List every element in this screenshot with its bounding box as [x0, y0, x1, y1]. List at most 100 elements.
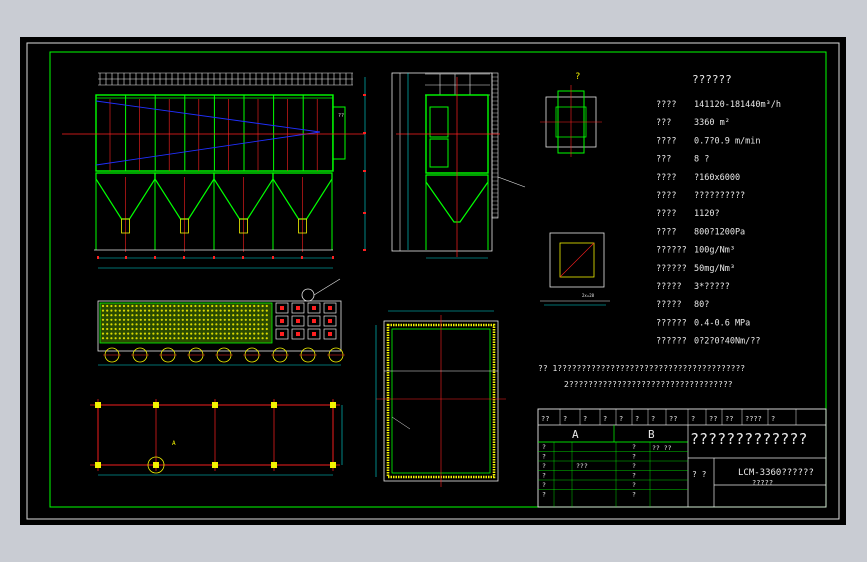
drawing-border	[49, 51, 827, 508]
tb-row-marker: ?	[542, 462, 546, 470]
spec-value: ?160x6000	[694, 173, 740, 183]
flange-detail-top[interactable]: ?	[540, 72, 602, 157]
bag-dot	[206, 327, 210, 331]
bag-dot	[127, 337, 130, 340]
bag-dot	[232, 323, 235, 326]
bag-dot	[118, 309, 121, 312]
bag-dot	[135, 318, 138, 321]
bag-dot	[253, 332, 256, 335]
bag-dot	[257, 318, 260, 321]
spec-value: 1120?	[694, 209, 720, 219]
bag-dot	[206, 314, 210, 317]
discharge-valve	[180, 218, 189, 234]
title-block[interactable]: ???????????????????? A B ????????????? L…	[537, 408, 827, 508]
tb-header-cell: ????	[745, 415, 762, 423]
detail-a-circle[interactable]	[301, 288, 315, 302]
spec-value: 3360 m²	[694, 118, 730, 128]
bag-dot	[240, 337, 243, 340]
dim-tick	[363, 94, 366, 96]
bag-dot	[244, 332, 247, 335]
bag-dot	[139, 318, 142, 321]
bag-dot	[202, 323, 205, 326]
top-railing	[98, 72, 353, 86]
plan-outline	[97, 300, 342, 352]
valve-box	[323, 302, 337, 314]
bag-dot	[257, 327, 260, 331]
bag-dot	[181, 332, 184, 335]
bag-dot	[139, 314, 142, 317]
tb-header-cell: ?	[635, 415, 639, 423]
spec-value: 100g/Nm³	[694, 246, 735, 256]
valve-marker	[312, 319, 316, 323]
bag-dot	[110, 337, 113, 340]
tb-row-marker: ?	[632, 472, 636, 480]
bag-dot	[211, 304, 214, 308]
plan-view[interactable]	[97, 278, 345, 366]
bag-dot	[253, 318, 256, 321]
bag-dot	[253, 309, 256, 312]
bag-dot	[244, 309, 247, 312]
bag-dot	[248, 314, 252, 317]
bag-dot	[206, 318, 210, 321]
bag-dot	[177, 318, 180, 321]
bag-dot	[114, 323, 117, 326]
bag-dot	[114, 304, 117, 308]
bag-dot	[160, 314, 163, 317]
bag-dot	[127, 323, 130, 326]
bag-dot	[122, 337, 126, 340]
bag-dot	[257, 314, 260, 317]
bag-dot	[106, 314, 109, 317]
cad-viewport[interactable]: ?? ?	[20, 37, 846, 525]
tb-col-b: B	[648, 428, 655, 441]
dim-tick	[363, 132, 366, 134]
bag-dot	[202, 304, 205, 308]
dim-tick	[363, 170, 366, 172]
bag-dot	[236, 314, 239, 317]
bag-dot	[215, 309, 218, 312]
flange-detail-bottom[interactable]: 2x=28	[540, 232, 610, 306]
bag-dot	[118, 318, 121, 321]
bag-dot	[215, 337, 218, 340]
bag-dot	[169, 327, 172, 331]
bag-dot	[169, 304, 172, 308]
bag-dot	[169, 309, 172, 312]
bag-dot	[261, 318, 264, 321]
bag-dot	[156, 314, 159, 317]
bag-dot	[181, 337, 184, 340]
bag-dot	[265, 327, 268, 331]
bag-dot	[232, 314, 235, 317]
bag-dot	[253, 337, 256, 340]
bag-dot	[173, 332, 176, 335]
spec-label: ????	[656, 191, 676, 201]
bag-dot	[227, 304, 231, 308]
bag-dot	[177, 332, 180, 335]
bag-dot	[194, 327, 197, 331]
bag-dot	[173, 327, 176, 331]
front-dim-ticks	[97, 94, 366, 259]
spec-label: ??????	[656, 246, 687, 256]
side-elevation[interactable]	[391, 72, 526, 259]
bag-dot	[240, 332, 243, 335]
spec-label: ??????	[656, 318, 687, 328]
foundation-detail-circle[interactable]	[147, 456, 165, 474]
bag-dot	[114, 314, 117, 317]
front-elevation[interactable]: ??	[62, 72, 366, 269]
bag-dot	[122, 327, 126, 331]
foundation-plan[interactable]	[90, 399, 343, 476]
bag-dot	[160, 309, 163, 312]
valve-box	[307, 302, 321, 314]
bag-dot	[265, 318, 268, 321]
spec-value: 50mg/Nm³	[694, 264, 735, 274]
bag-dot	[152, 318, 155, 321]
bag-dot	[202, 332, 205, 335]
bag-dot	[232, 327, 235, 331]
dim-tick	[363, 249, 366, 251]
plate-view[interactable]: A	[172, 310, 506, 487]
bag-dot	[177, 337, 180, 340]
bag-dot	[139, 323, 142, 326]
bag-dot	[219, 304, 222, 308]
bag-dot	[248, 332, 252, 335]
bag-dot	[143, 314, 147, 317]
bag-dot	[122, 304, 126, 308]
tb-row-marker: ?	[542, 453, 546, 461]
